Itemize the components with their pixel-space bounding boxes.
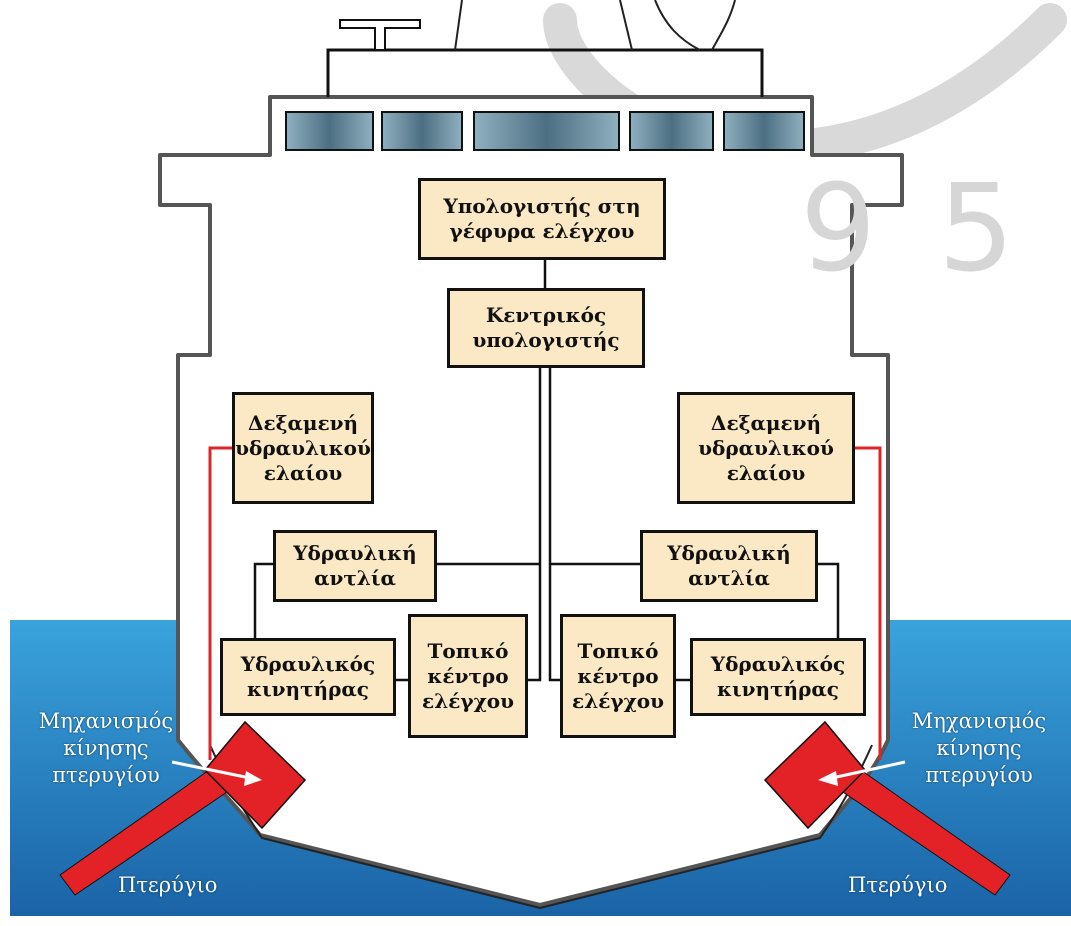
bridge-window xyxy=(473,111,620,151)
oil-tank-right-box: Δεξαμενή υδραυλικού ελαίου xyxy=(677,392,855,504)
mast xyxy=(339,19,421,51)
oil-tank-left-box: Δεξαμενή υδραυλικού ελαίου xyxy=(232,392,374,504)
connector-lines xyxy=(253,260,840,682)
pump-right-to-motor xyxy=(818,562,840,638)
fin-left xyxy=(59,720,307,896)
watermark-digit-9: 9 xyxy=(800,160,877,299)
mechanism-label-left: Μηχανισμός κίνησης πτερυγίου xyxy=(38,709,174,787)
fin-label-left: Πτερύγιο xyxy=(118,873,218,897)
local-control-right-box: Τοπικό κέντρο ελέγχου xyxy=(560,614,676,738)
hydraulic-lines xyxy=(208,446,882,760)
hydraulic-line-right xyxy=(855,446,882,760)
bridge-cabin xyxy=(326,48,764,97)
pump-left-box: Υδραυλική αντλία xyxy=(273,530,437,602)
bridge-window xyxy=(381,111,463,151)
pump-left-to-motor xyxy=(253,562,273,638)
central-trunk-left xyxy=(528,368,542,682)
arrowhead-right xyxy=(818,771,838,786)
motor-right-box: Υδραυλικός κινητήρας xyxy=(690,638,866,716)
bridge-window xyxy=(629,111,714,151)
fin-actuator-left xyxy=(203,720,307,830)
bridge-windows xyxy=(285,111,805,151)
arrow-left xyxy=(171,760,251,780)
watermark-digit-5: 5 xyxy=(938,160,1015,299)
fin-right xyxy=(763,720,1011,896)
arrow-right xyxy=(831,760,906,780)
local-control-left-box: Τοπικό κέντρο ελέγχου xyxy=(408,614,528,738)
bridge-window xyxy=(285,111,374,151)
bridge-window xyxy=(723,111,805,151)
hydraulic-line-left xyxy=(208,446,232,760)
bridge-computer-box: Υπολογιστής στη γέφυρα ελέγχου xyxy=(418,178,666,260)
pump-right-box: Υδραυλική αντλία xyxy=(640,530,818,602)
fin-label-right: Πτερύγιο xyxy=(848,873,948,897)
pointer-arrows xyxy=(171,760,906,786)
rigging-lines xyxy=(454,0,736,51)
fin-actuator-right xyxy=(763,720,867,830)
motor-left-box: Υδραυλικός κινητήρας xyxy=(220,638,396,716)
mechanism-label-right: Μηχανισμός κίνησης πτερυγίου xyxy=(911,709,1047,787)
central-computer-box: Κεντρικός υπολογιστής xyxy=(447,288,645,368)
central-trunk-right xyxy=(548,368,560,682)
arrowhead-left xyxy=(244,771,262,786)
